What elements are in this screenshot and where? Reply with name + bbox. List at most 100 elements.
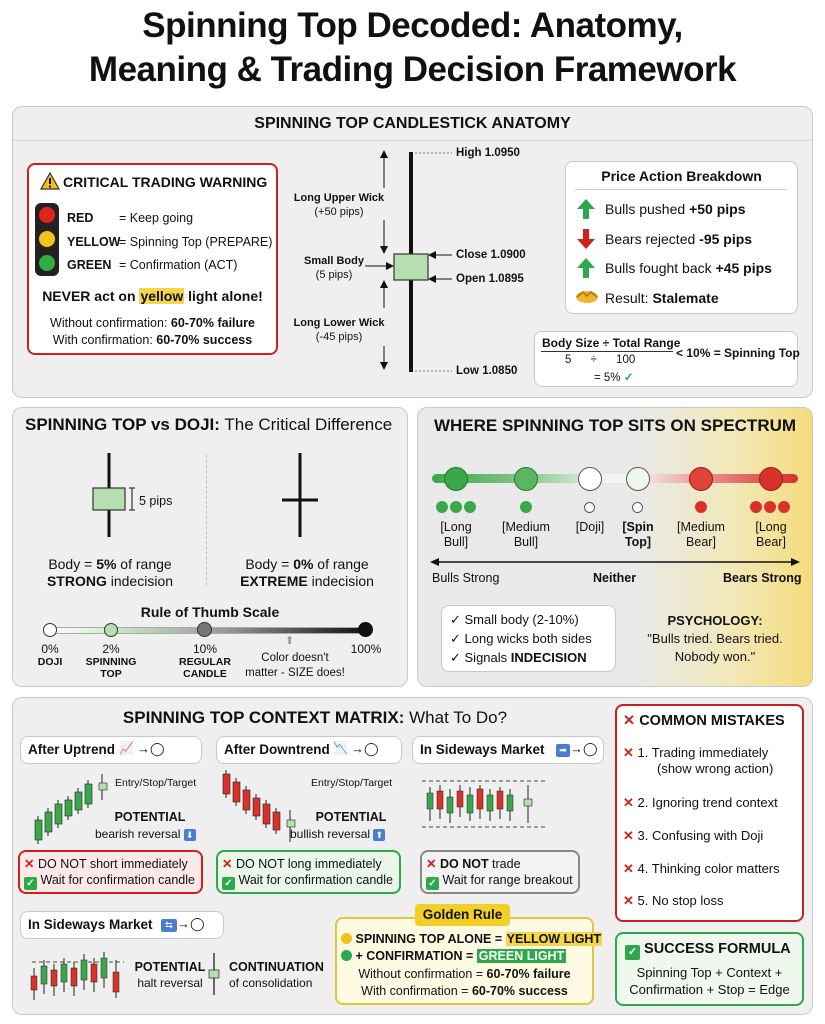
breakdown-row-2: Bears rejected -95 pips: [605, 231, 753, 247]
success-line-1: Spinning Top + Context +: [636, 965, 783, 980]
never-act-text: NEVER act on yellow light alone!: [42, 288, 263, 304]
scale-marker-full: [358, 622, 373, 637]
psychology-line-2: Nobody won.": [674, 649, 756, 664]
high-label: High 1.0950: [456, 147, 520, 159]
success-line-2: Confirmation + Stop = Edge: [629, 982, 790, 997]
breakdown-row-4: Result: Stalemate: [605, 290, 719, 306]
formula-top: Body Size ÷ Total Range: [542, 336, 681, 350]
arrow-circle-icon: ➡→◯: [556, 741, 598, 757]
spectrum-heading: WHERE SPINNING TOP SITS ON SPECTRUM: [433, 416, 797, 435]
sideways2-potential: POTENTIAL: [134, 960, 206, 974]
up-arrow-icon: ⬆: [285, 635, 295, 647]
check-3: ✓ Signals INDECISION: [450, 650, 587, 665]
red-desc: = Keep going: [119, 211, 194, 225]
st-indecision: STRONG indecision: [46, 573, 174, 589]
down-arrow-icon: [577, 229, 595, 249]
breakdown-box: [565, 161, 798, 314]
sideways2-cont-sub: of consolidation: [229, 976, 313, 990]
uptrend-chart-icon: 📈: [119, 741, 134, 755]
spectrum-doji: [578, 467, 602, 491]
downtrend-wait: ✓ Wait for confirmation candle: [222, 873, 393, 890]
double-arrow-icon: [430, 558, 800, 566]
mistake-2: ✕ 2. Ignoring trend context: [623, 795, 778, 810]
spectrum-bar: [432, 474, 798, 483]
color-note-2: matter - SIZE does!: [245, 667, 345, 679]
without-confirmation: Without confirmation: 60-70% failure: [50, 316, 255, 330]
mistake-1: ✕ 1. Trading immediately(show wrong acti…: [623, 745, 774, 776]
success-title: ✓ SUCCESS FORMULA: [625, 941, 791, 960]
sideways2-title: In Sideways Market: [28, 917, 153, 932]
downtrend-potential: POTENTIAL: [315, 810, 387, 824]
check-1: ✓ Small body (2-10%): [450, 612, 579, 627]
versus-panel: [12, 407, 408, 687]
mistakes-box: [615, 704, 804, 922]
small-spinning-top: [208, 953, 220, 995]
red-light: [39, 207, 55, 223]
downtrend-title-box: [216, 736, 402, 764]
divider: [206, 455, 207, 585]
downtrend-est: Entry/Stop/Target: [311, 777, 393, 789]
spectrum-medium-bear: [689, 467, 713, 491]
warning-title: CRITICAL TRADING WARNING: [63, 174, 268, 190]
uptrend-dont: ✕ DO NOT short immediately: [24, 857, 188, 871]
close-label: Close 1.0900: [456, 249, 526, 261]
small-body-pips: (5 pips): [315, 269, 353, 281]
uptrend-title-box: [20, 736, 202, 764]
mistake-4: ✕ 4. Thinking color matters: [623, 861, 780, 876]
sideways-title-box: [412, 736, 604, 764]
arrow-circle-icon: →◯: [351, 741, 379, 756]
sideways-title: In Sideways Market: [420, 742, 545, 757]
check-2: ✓ Long wicks both sides: [450, 631, 592, 646]
formula-result: = 5% ✓: [594, 372, 634, 384]
up-arrow-icon: [577, 199, 595, 219]
warning-icon: [40, 172, 60, 190]
breakdown-row-3: Bulls fought back +45 pips: [605, 260, 772, 276]
down-arrow-icon: ⬇: [183, 829, 196, 841]
spectrum-long-bull: [444, 467, 468, 491]
low-label: Low 1.0850: [456, 365, 518, 377]
downtrend-advice-box: [216, 850, 401, 894]
lower-wick-label: Long Lower Wick: [293, 317, 385, 329]
uptrend-candles: [34, 774, 108, 844]
spectrum-right: Bears Strong: [723, 571, 802, 585]
breakdown-title: Price Action Breakdown: [601, 168, 762, 184]
arrow-circle-icon: →◯: [137, 741, 165, 756]
title-line-1: Spinning Top Decoded: Anatomy,: [142, 6, 683, 45]
scale-marker-spinning-top: [104, 623, 118, 637]
scale-label-spinning-top: SPINNING TOP: [85, 656, 137, 680]
scale-label-regular: REGULAR CANDLE: [179, 656, 231, 680]
golden-line-1: SPINNING TOP ALONE = YELLOW LIGHT: [341, 932, 603, 946]
upper-wick-pips: (+50 pips): [314, 206, 364, 218]
context-heading: SPINNING TOP CONTEXT MATRIX: What To Do?: [122, 708, 508, 727]
scale-label-doji: DOJI: [37, 656, 63, 668]
mistake-3: ✕ 3. Confusing with Doji: [623, 828, 764, 843]
sideways-candles: [422, 780, 548, 828]
formula-box: [534, 331, 798, 387]
red-label: RED: [67, 211, 94, 225]
spectrum-spin-top: [626, 467, 650, 491]
golden-rule-label: Golden Rule: [415, 904, 510, 926]
spectrum-long-bear: [759, 467, 783, 491]
scale-pct-10: 10%: [192, 642, 218, 656]
downtrend-chart-icon: 📉: [333, 741, 348, 755]
sideways2-sub: halt reversal: [137, 976, 203, 990]
golden-line-4: With confirmation = 60-70% success: [361, 984, 568, 998]
doji-indecision: EXTREME indecision: [240, 573, 374, 589]
yellow-light: [39, 231, 55, 247]
green-light: [39, 255, 55, 271]
with-confirmation: With confirmation: 60-70% success: [52, 333, 253, 347]
spectrum-mid: Neither: [593, 571, 637, 585]
formula-right: < 10% = Spinning Top: [676, 346, 800, 360]
open-label: Open 1.0895: [456, 273, 524, 285]
scale-pct-0: 0%: [41, 642, 59, 656]
lower-wick-pips: (-45 pips): [315, 331, 363, 343]
downtrend-title: After Downtrend: [224, 742, 330, 757]
uptrend-wait: ✓ Wait for confirmation candle: [24, 873, 195, 890]
formula-nums: 5 ÷ 100: [565, 354, 636, 366]
spectrum-medium-bull: [514, 467, 538, 491]
up-arrow-icon: [577, 258, 595, 278]
color-note-1: Color doesn't: [261, 652, 329, 664]
